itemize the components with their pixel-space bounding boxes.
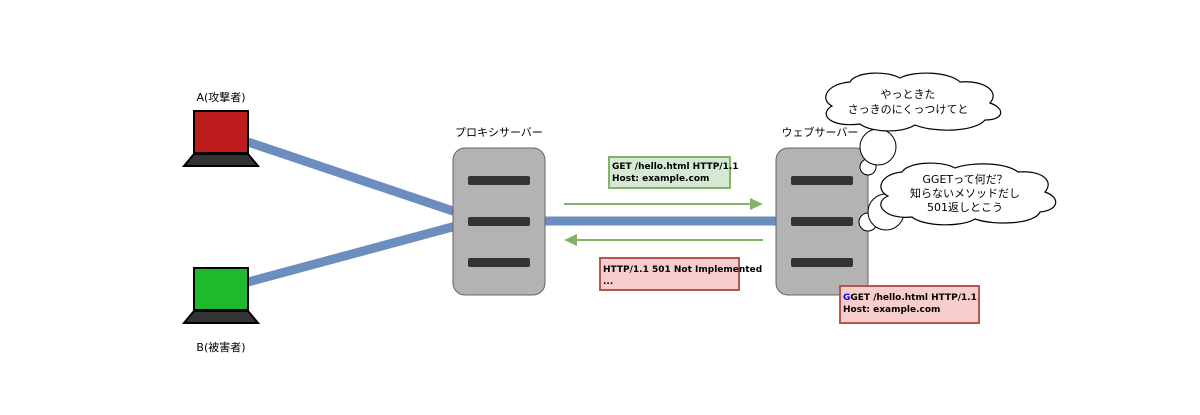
proxy-server-icon xyxy=(452,147,546,296)
connections xyxy=(246,137,778,287)
thought-bubble-large xyxy=(859,128,897,166)
request-arrow xyxy=(564,198,763,210)
victim-laptop-icon xyxy=(181,267,261,324)
received-line-2: Host: example.com xyxy=(843,305,940,315)
victim-label: B(被害者) xyxy=(196,340,245,354)
bottom-thought-line-1: GGETって何だ？ xyxy=(922,173,1007,186)
attacker-screen xyxy=(193,110,249,154)
victim-screen xyxy=(193,267,249,311)
web-label: ウェブサーバー xyxy=(782,125,859,139)
response-line-2: ... xyxy=(603,277,613,287)
attacker-laptop-icon xyxy=(181,110,261,167)
received-request-box: GGET /hello.html HTTP/1.1 Host: example.… xyxy=(839,285,980,324)
bottom-thought-cloud: GGETって何だ？ 知らないメソッドだし 501返しとこう xyxy=(858,162,1057,232)
proxy-slot xyxy=(468,217,530,226)
top-thought-cloud: やっときた さっきのにくっつけてと xyxy=(825,72,1002,176)
web-server-icon xyxy=(775,147,869,296)
bottom-thought-line-2: 知らないメソッドだし xyxy=(910,186,1020,200)
received-line-1: GGET /hello.html HTTP/1.1 xyxy=(843,293,977,303)
victim-proxy-link xyxy=(246,221,458,287)
highlighted-prefix: G xyxy=(843,293,850,303)
proxy-slot xyxy=(468,258,530,267)
attacker-keyboard xyxy=(181,153,261,167)
request-line-2: Host: example.com xyxy=(612,174,709,184)
response-message-box: HTTP/1.1 501 Not Implemented ... xyxy=(599,257,762,291)
attacker-proxy-link xyxy=(246,137,458,217)
web-slot xyxy=(791,176,853,185)
cloud-shape xyxy=(825,72,1002,132)
request-message-box: GET /hello.html HTTP/1.1 Host: example.c… xyxy=(608,156,739,189)
top-thought-line-1: やっときた xyxy=(881,88,936,101)
top-thought-line-2: さっきのにくっつけてと xyxy=(848,103,969,116)
cloud-shape xyxy=(880,162,1057,226)
victim-keyboard xyxy=(181,310,261,324)
web-slot xyxy=(791,258,853,267)
received-line-1-rest: GET /hello.html HTTP/1.1 xyxy=(850,293,977,303)
attacker-label: A(攻撃者) xyxy=(196,90,245,104)
bottom-thought-line-3: 501返しとこう xyxy=(927,201,1003,214)
proxy-slot xyxy=(468,176,530,185)
request-line-1: GET /hello.html HTTP/1.1 xyxy=(612,162,739,172)
response-arrow xyxy=(564,234,763,246)
web-slot xyxy=(791,217,853,226)
proxy-label: プロキシサーバー xyxy=(455,126,543,139)
response-line-1: HTTP/1.1 501 Not Implemented xyxy=(603,265,762,275)
